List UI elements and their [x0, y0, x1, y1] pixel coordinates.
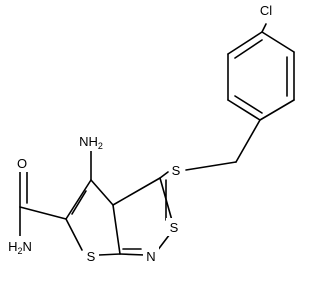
bond [185, 161, 237, 171]
bond [227, 99, 261, 121]
bond [71, 190, 87, 215]
bonds [19, 23, 295, 256]
bond [112, 177, 161, 206]
amino-group: NH2 [79, 134, 103, 151]
thioether-sulfur: S [172, 163, 181, 178]
bond [259, 99, 295, 121]
carbonyl-oxygen: O [17, 156, 27, 171]
bond [90, 179, 114, 206]
bond [234, 39, 263, 59]
amide-nitrogen: H2N [8, 239, 32, 256]
bond [98, 253, 121, 256]
bond [19, 206, 67, 220]
isothiazole-sulfur: S [170, 220, 179, 235]
atom-labels: Cl NH2 S S S N O H2N [4, 2, 278, 265]
bond [261, 31, 295, 53]
bond [234, 95, 263, 114]
bond [112, 204, 121, 255]
chlorine-atom: Cl [260, 3, 272, 18]
bond [235, 119, 261, 163]
bond [227, 31, 263, 55]
bond [119, 253, 146, 256]
bond [159, 171, 169, 179]
isothiazole-nitrogen: N [146, 249, 155, 264]
bond [65, 179, 92, 220]
bond [65, 218, 83, 251]
thiophene-sulfur: S [87, 249, 96, 264]
chemical-structure: Cl NH2 S S S N O H2N [4, 2, 295, 265]
bond [261, 23, 267, 33]
